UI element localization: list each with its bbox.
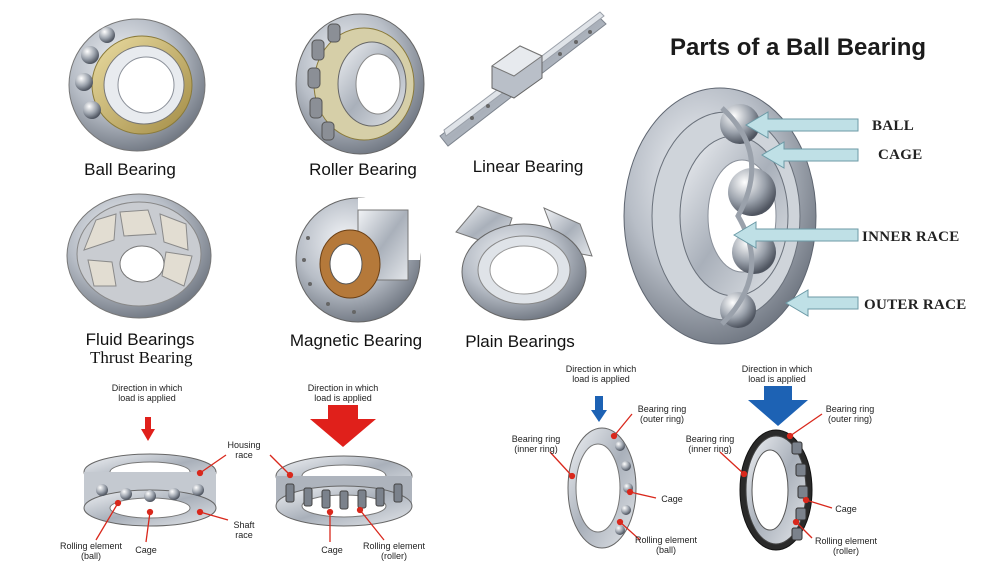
radial-ball-direction-text: Direction in which load is applied	[565, 364, 637, 384]
ball-label: BALL	[872, 118, 915, 134]
shaft-race-label: Shaft race	[233, 520, 255, 540]
radial-roller-inner-ring-label: Bearing ring (inner ring)	[685, 434, 735, 454]
ball-bearing-image	[68, 18, 206, 152]
radial-ball-rolling-element-label: Rolling element (ball)	[634, 535, 698, 555]
inner-race-callout-arrow	[733, 221, 859, 249]
thrust-roller-direction-text: Direction in which load is applied	[307, 383, 379, 403]
fluid-bearings-caption: Fluid Bearings	[85, 330, 195, 349]
magnetic-bearing-image	[295, 197, 421, 323]
thrust-roller-rolling-element-label: Rolling element (roller)	[362, 541, 426, 561]
housing-race-label: Housing race	[227, 440, 261, 460]
radial-roller-cage-label: Cage	[835, 504, 857, 514]
thrust-bearing-caption: Thrust Bearing	[90, 348, 193, 367]
radial-roller-rolling-element-label: Rolling element (roller)	[814, 536, 878, 556]
plain-bearing-image	[455, 205, 593, 321]
linear-bearing-caption: Linear Bearing	[472, 157, 584, 176]
outer-race-label: OUTER RACE	[864, 297, 967, 313]
magnetic-bearing-caption: Magnetic Bearing	[289, 331, 423, 350]
roller-bearing-image	[295, 13, 425, 155]
thrust-roller-cage-label: Cage	[321, 545, 343, 555]
radial-ball-inner-ring-label: Bearing ring (inner ring)	[511, 434, 561, 454]
inner-race-label: INNER RACE	[862, 229, 960, 245]
radial-ball-cage-label: Cage	[661, 494, 683, 504]
thrust-roller-load-arrow	[310, 405, 376, 447]
thrust-ball-load-arrow	[141, 417, 155, 441]
ball-bearing-caption: Ball Bearing	[84, 160, 176, 179]
thrust-roller-bearing-image	[275, 455, 413, 527]
plain-bearings-caption: Plain Bearings	[465, 332, 575, 351]
radial-roller-direction-text: Direction in which load is applied	[741, 364, 813, 384]
thrust-ball-bearing-image	[83, 453, 217, 527]
radial-ball-outer-ring-label: Bearing ring (outer ring)	[637, 404, 687, 424]
thrust-ball-rolling-element-label: Rolling element (ball)	[59, 541, 123, 561]
linear-bearing-image	[439, 11, 607, 147]
parts-diagram-title: Parts of a Ball Bearing	[670, 34, 927, 61]
cage-callout-arrow	[761, 141, 859, 169]
radial-ball-load-arrow	[591, 396, 607, 422]
ball-callout-arrow	[745, 111, 859, 139]
fluid-bearing-image	[66, 193, 212, 319]
roller-bearing-caption: Roller Bearing	[309, 160, 417, 179]
radial-roller-outer-ring-label: Bearing ring (outer ring)	[825, 404, 875, 424]
thrust-ball-cage-label: Cage	[135, 545, 157, 555]
outer-race-callout-arrow	[785, 289, 859, 317]
thrust-ball-direction-text: Direction in which load is applied	[111, 383, 183, 403]
radial-roller-load-arrow	[748, 386, 808, 426]
radial-ball-bearing-image	[567, 427, 637, 549]
parts-diagram-bearing	[623, 87, 817, 345]
cage-label: CAGE	[878, 147, 923, 163]
